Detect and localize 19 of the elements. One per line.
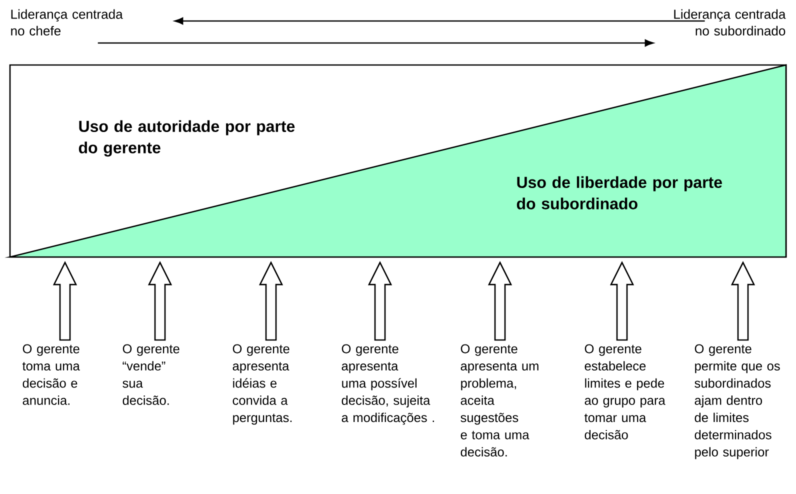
arrow: [98, 39, 654, 47]
description-text: O gerente “vende” sua decisão.: [122, 344, 180, 405]
block-arrow: [368, 261, 392, 341]
block-arrow: [730, 261, 756, 341]
description-text: O gerente permite que os subordinados ajam dentro de limites determinados pelo superior: [694, 344, 780, 460]
block-arrow: [610, 261, 634, 341]
arrow: [174, 17, 705, 25]
block-arrow: [148, 261, 172, 341]
triangle-area: Uso de liberdade por parte do subordinado: [516, 176, 722, 210]
header-label: Liderança centrada no chefe: [11, 9, 123, 36]
description-text: O gerente toma uma decisão e anuncia.: [22, 344, 80, 405]
description-text: O gerente apresenta um problema, aceita sugestões e toma uma decisão.: [460, 344, 538, 457]
description-text: O gerente estabelece limites e pede ao grupo para tomar uma decisão: [584, 344, 666, 440]
description-text: O gerente apresenta uma possível decisão, sujeita a modificações .: [342, 344, 434, 425]
description-text: O gerente apresenta idéias e convida a perguntas.: [232, 344, 292, 425]
block-arrow: [52, 261, 78, 341]
block-arrow: [488, 261, 512, 341]
block-arrow: [258, 261, 284, 341]
header-label: Liderança centrada no subordinado: [674, 9, 786, 36]
